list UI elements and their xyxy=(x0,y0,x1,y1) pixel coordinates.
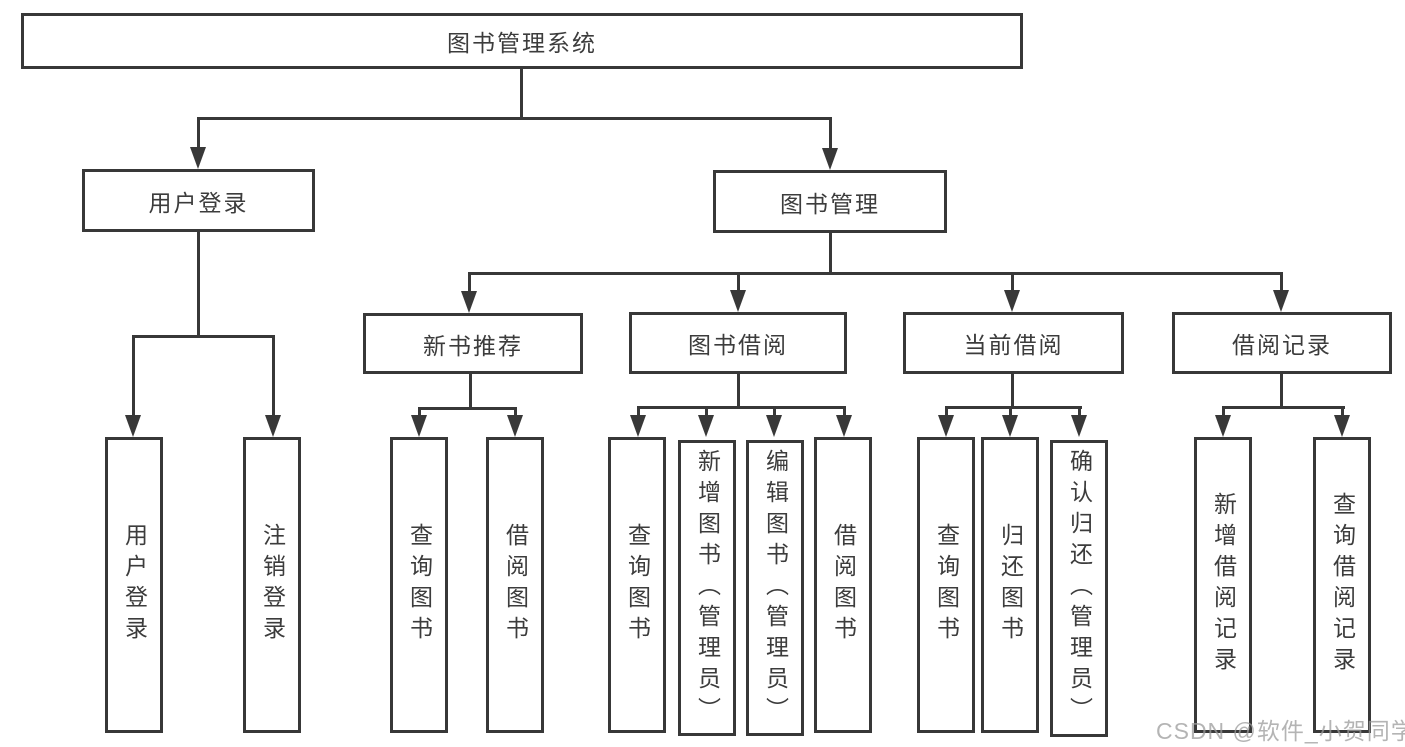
leaf-current-query: 查询图书 xyxy=(917,437,975,733)
connector-line xyxy=(829,117,832,150)
node-book-management: 图书管理 xyxy=(713,170,947,233)
connector-line xyxy=(132,335,275,338)
connector-line xyxy=(1280,374,1283,409)
leaf-borrow-borrow: 借阅图书 xyxy=(814,437,872,733)
connector-line xyxy=(705,406,708,417)
connector-line xyxy=(1009,406,1012,417)
connector-line xyxy=(1078,406,1081,417)
node-new-book-recommend: 新书推荐 xyxy=(363,313,583,374)
arrowhead-down-icon xyxy=(836,415,852,437)
arrowhead-down-icon xyxy=(1273,290,1289,312)
arrowhead-down-icon xyxy=(822,148,838,170)
connector-line xyxy=(843,406,846,417)
leaf-borrow-edit-admin: 编辑图书（管理员） xyxy=(746,440,804,736)
arrowhead-down-icon xyxy=(507,415,523,437)
connector-line xyxy=(520,69,523,119)
connector-line xyxy=(418,407,421,417)
connector-line xyxy=(945,406,948,417)
leaf-newbook-borrow: 借阅图书 xyxy=(486,437,544,733)
leaf-borrow-query-label: 查询图书 xyxy=(624,523,651,647)
connector-line xyxy=(829,233,832,275)
connector-line xyxy=(514,407,517,417)
connector-line xyxy=(197,232,200,337)
connector-line xyxy=(468,272,471,294)
arrowhead-down-icon xyxy=(125,415,141,437)
connector-line xyxy=(1011,272,1014,294)
arrowhead-down-icon xyxy=(938,415,954,437)
connector-line xyxy=(272,335,275,415)
leaf-borrow-add-admin: 新增图书（管理员） xyxy=(678,440,736,736)
arrowhead-down-icon xyxy=(1002,415,1018,437)
leaf-current-query-label: 查询图书 xyxy=(933,523,960,647)
node-new-book-recommend-label: 新书推荐 xyxy=(423,332,523,359)
connector-line xyxy=(1280,272,1283,294)
connector-line xyxy=(197,117,200,149)
node-borrow-record-label: 借阅记录 xyxy=(1232,332,1332,358)
connector-line xyxy=(773,406,776,417)
leaf-record-add: 新增借阅记录 xyxy=(1194,437,1252,733)
arrowhead-down-icon xyxy=(411,415,427,437)
connector-line xyxy=(418,407,517,410)
leaf-borrow-query: 查询图书 xyxy=(608,437,666,733)
arrowhead-down-icon xyxy=(461,291,477,313)
leaf-record-add-label: 新增借阅记录 xyxy=(1210,492,1237,678)
connector-line xyxy=(1222,406,1225,417)
connector-line xyxy=(468,272,1283,275)
arrowhead-down-icon xyxy=(1071,415,1087,437)
leaf-current-confirm-admin-label: 确认归还（管理员） xyxy=(1066,449,1093,728)
connector-line xyxy=(1222,406,1345,409)
leaf-logout-label: 注销登录 xyxy=(259,523,286,647)
arrowhead-down-icon xyxy=(1004,290,1020,312)
arrowhead-down-icon xyxy=(1334,415,1350,437)
leaf-current-return: 归还图书 xyxy=(981,437,1039,733)
node-root: 图书管理系统 xyxy=(21,13,1023,69)
arrowhead-down-icon xyxy=(265,415,281,437)
connector-line xyxy=(945,406,1082,409)
connector-line xyxy=(737,374,740,409)
leaf-borrow-borrow-label: 借阅图书 xyxy=(830,523,857,647)
node-borrow-record: 借阅记录 xyxy=(1172,312,1392,374)
node-current-borrow: 当前借阅 xyxy=(903,312,1124,374)
arrowhead-down-icon xyxy=(766,415,782,437)
connector-line xyxy=(1341,406,1344,417)
node-book-borrow-label: 图书借阅 xyxy=(688,332,788,358)
node-book-borrow: 图书借阅 xyxy=(629,312,847,374)
connector-line xyxy=(737,272,740,294)
connector-line xyxy=(469,374,472,410)
connector-line xyxy=(132,335,135,415)
leaf-current-confirm-admin: 确认归还（管理员） xyxy=(1050,440,1108,737)
node-user-login: 用户登录 xyxy=(82,169,315,232)
arrowhead-down-icon xyxy=(730,290,746,312)
leaf-borrow-edit-admin-label: 编辑图书（管理员） xyxy=(762,448,789,728)
leaf-user-login-label: 用户登录 xyxy=(121,523,148,647)
connector-line xyxy=(197,117,832,120)
arrowhead-down-icon xyxy=(630,415,646,437)
connector-line xyxy=(1011,374,1014,409)
connector-line xyxy=(637,406,846,409)
arrowhead-down-icon xyxy=(698,415,714,437)
arrowhead-down-icon xyxy=(1215,415,1231,437)
leaf-current-return-label: 归还图书 xyxy=(997,523,1024,647)
node-root-label: 图书管理系统 xyxy=(447,30,597,56)
connector-line xyxy=(637,406,640,417)
node-book-management-label: 图书管理 xyxy=(780,190,880,217)
node-user-login-label: 用户登录 xyxy=(148,189,249,216)
leaf-record-query-label: 查询借阅记录 xyxy=(1329,492,1356,678)
leaf-logout: 注销登录 xyxy=(243,437,301,733)
arrowhead-down-icon xyxy=(190,147,206,169)
csdn-watermark: CSDN @软件_小贺同学 xyxy=(1156,718,1405,744)
leaf-newbook-borrow-label: 借阅图书 xyxy=(502,523,529,647)
leaf-borrow-add-admin-label: 新增图书（管理员） xyxy=(694,448,721,728)
leaf-newbook-query: 查询图书 xyxy=(390,437,448,733)
node-current-borrow-label: 当前借阅 xyxy=(963,332,1064,358)
leaf-newbook-query-label: 查询图书 xyxy=(406,523,433,647)
leaf-user-login: 用户登录 xyxy=(105,437,163,733)
leaf-record-query: 查询借阅记录 xyxy=(1313,437,1371,733)
